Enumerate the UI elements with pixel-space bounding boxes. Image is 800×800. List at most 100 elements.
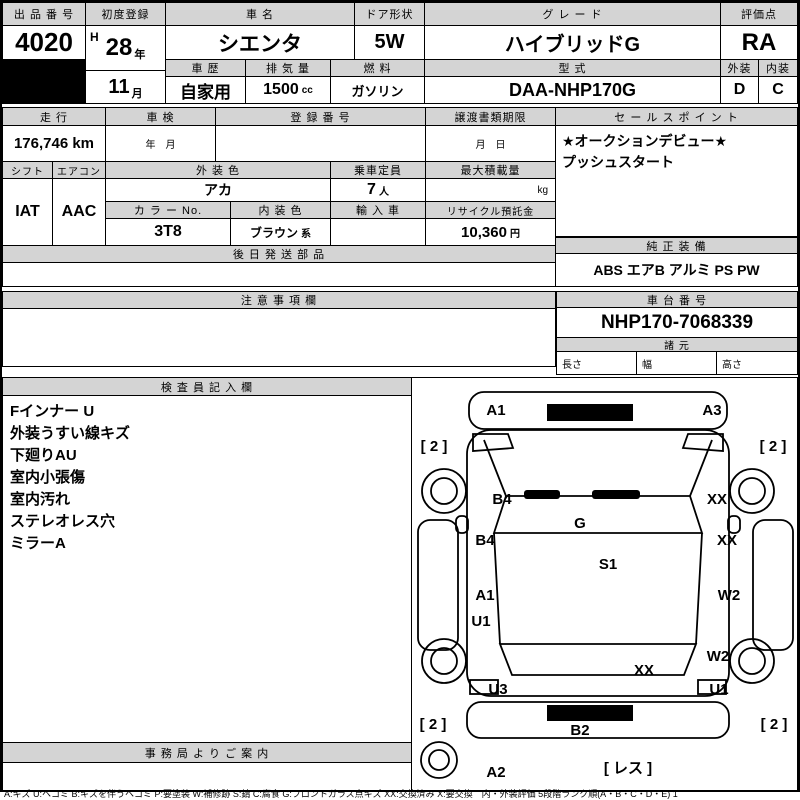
first-reg-header: 初度登録 bbox=[85, 2, 166, 26]
interior-grade: C bbox=[758, 76, 798, 104]
recycle-deposit-unit: 円 bbox=[509, 228, 520, 240]
damage-marker: U1 bbox=[709, 681, 728, 698]
wheel-rear-right-inner bbox=[738, 647, 766, 675]
shift-type: IAT bbox=[2, 178, 53, 246]
damage-marker: U3 bbox=[488, 681, 507, 698]
auction-score: RA bbox=[720, 25, 798, 60]
chassis-no-header: 車 台 番 号 bbox=[556, 291, 798, 308]
damage-marker: S1 bbox=[599, 556, 617, 573]
displacement-unit: cc bbox=[301, 84, 313, 96]
exhibit-no-black-box bbox=[2, 59, 86, 104]
model-code: DAA-NHP170G bbox=[424, 76, 721, 104]
damage-marker: A1 bbox=[475, 587, 494, 604]
sales-point-line: ★オークションデビュー★ bbox=[562, 133, 728, 149]
interior-color-unit: 系 bbox=[301, 228, 311, 240]
inspector-note-line: 下廻りAU bbox=[10, 447, 77, 464]
spare-tire-inner bbox=[428, 749, 450, 771]
inspector-note-line: 外装うすい線キズ bbox=[10, 425, 131, 442]
equipment-list: ABS エアB アルミ PS PW bbox=[555, 253, 798, 287]
rear-window bbox=[498, 643, 698, 676]
mileage-header: 走 行 bbox=[2, 107, 106, 126]
shift-header: シフト bbox=[2, 161, 53, 179]
mirror-right bbox=[727, 515, 741, 534]
door-shape: 5W bbox=[354, 25, 425, 60]
headlight-left bbox=[472, 433, 515, 452]
wheel-rear-left bbox=[421, 638, 467, 684]
inspection-expiry: 年 月 bbox=[105, 125, 216, 162]
exhibit-no-header: 出 品 番 号 bbox=[2, 2, 86, 26]
registration-no bbox=[215, 125, 426, 162]
rear-bumper bbox=[466, 701, 730, 739]
first-reg-month-unit: 月 bbox=[131, 88, 143, 100]
fuel-header: 燃 料 bbox=[330, 59, 425, 77]
wheel-front-right bbox=[729, 468, 775, 514]
damage-marker: W2 bbox=[718, 587, 741, 604]
rear-license-plate bbox=[547, 705, 633, 721]
interior-color-cell: ブラウン 系 bbox=[230, 218, 331, 246]
first-reg-era: H bbox=[90, 30, 99, 44]
max-load-unit: kg bbox=[537, 184, 548, 196]
recycle-deposit-cell: 10,360 円 bbox=[425, 218, 556, 246]
car-body bbox=[466, 429, 730, 697]
interior-color-header: 内 装 色 bbox=[230, 201, 331, 219]
transfer-deadline: 月 日 bbox=[425, 125, 556, 162]
capacity-cell: 7 人 bbox=[330, 178, 426, 202]
wheel-front-left bbox=[421, 468, 467, 514]
exterior-grade: D bbox=[720, 76, 759, 104]
damage-marker: [ レス ] bbox=[604, 760, 652, 777]
wiper-left bbox=[524, 490, 560, 499]
office-info-header: 事 務 局 よ り ご 案 内 bbox=[2, 742, 412, 763]
import-header: 輸 入 車 bbox=[330, 201, 426, 219]
displacement: 1500 bbox=[263, 81, 299, 98]
damage-marker: A3 bbox=[702, 402, 721, 419]
side-panel-left bbox=[417, 519, 459, 651]
damage-marker: B4 bbox=[475, 532, 495, 549]
damage-marker: [ 2 ] bbox=[421, 438, 448, 455]
recycle-deposit: 10,360 bbox=[461, 223, 507, 241]
side-panel-right bbox=[752, 519, 794, 651]
inspector-note-line: 室内小張傷 bbox=[10, 469, 86, 486]
damage-marker: A1 bbox=[486, 402, 505, 419]
windshield bbox=[492, 495, 704, 534]
inspector-note-line: Fインナー U bbox=[10, 403, 95, 420]
first-reg-year-cell: H 28 年 bbox=[85, 25, 166, 71]
inspector-header: 検 査 員 記 入 欄 bbox=[2, 377, 412, 396]
model-code-header: 型 式 bbox=[424, 59, 721, 77]
car-name-header: 車 名 bbox=[165, 2, 355, 26]
caution-area bbox=[2, 308, 556, 367]
damage-marker: [ 2 ] bbox=[420, 716, 447, 733]
wheel-rear-right bbox=[729, 638, 775, 684]
inspector-notes-area: Fインナー U 外装うすい線キズ 下廻りAU 室内小張傷 室内汚れ ステレオレス… bbox=[2, 395, 412, 743]
sales-points-area: ★オークションデビュー★ プッシュスタート bbox=[555, 125, 798, 237]
color-no-header: カ ラ ー No. bbox=[105, 201, 231, 219]
inspection-header: 車 検 bbox=[105, 107, 216, 126]
first-reg-month-cell: 11 月 bbox=[85, 70, 166, 104]
fuel: ガソリン bbox=[330, 76, 425, 104]
aircon-type: AAC bbox=[52, 178, 106, 246]
capacity-unit: 人 bbox=[378, 186, 389, 198]
late-parts-value bbox=[2, 262, 556, 287]
aircon-header: エアコン bbox=[52, 161, 106, 179]
sales-points-header: セ ー ル ス ポ イ ン ト bbox=[555, 107, 798, 126]
headlight-right bbox=[681, 433, 724, 452]
first-reg-month: 11 bbox=[108, 75, 130, 98]
damage-marker: B4 bbox=[492, 491, 512, 508]
wheel-front-left-inner bbox=[430, 477, 458, 505]
late-parts-header: 後 日 発 送 部 品 bbox=[2, 245, 556, 263]
caution-header: 注 意 事 項 欄 bbox=[2, 291, 556, 309]
first-reg-year: 28 bbox=[105, 34, 133, 61]
interior-grade-header: 内装 bbox=[758, 59, 798, 77]
import-flag bbox=[330, 218, 426, 246]
office-info-area bbox=[2, 762, 412, 792]
mileage: 176,746 km bbox=[2, 125, 106, 162]
front-bumper bbox=[468, 391, 728, 430]
taillight-left bbox=[469, 679, 499, 695]
legend: A:キズ U:ヘコミ B:キズを伴うヘコミ P:要塗装 W:補修跡 S:錆 C:… bbox=[4, 789, 678, 799]
wiper-right bbox=[592, 490, 640, 499]
exterior-color-header: 外 装 色 bbox=[105, 161, 331, 179]
exterior-color: アカ bbox=[105, 178, 331, 202]
car-history: 自家用 bbox=[165, 76, 246, 104]
damage-marker: [ 2 ] bbox=[761, 716, 788, 733]
